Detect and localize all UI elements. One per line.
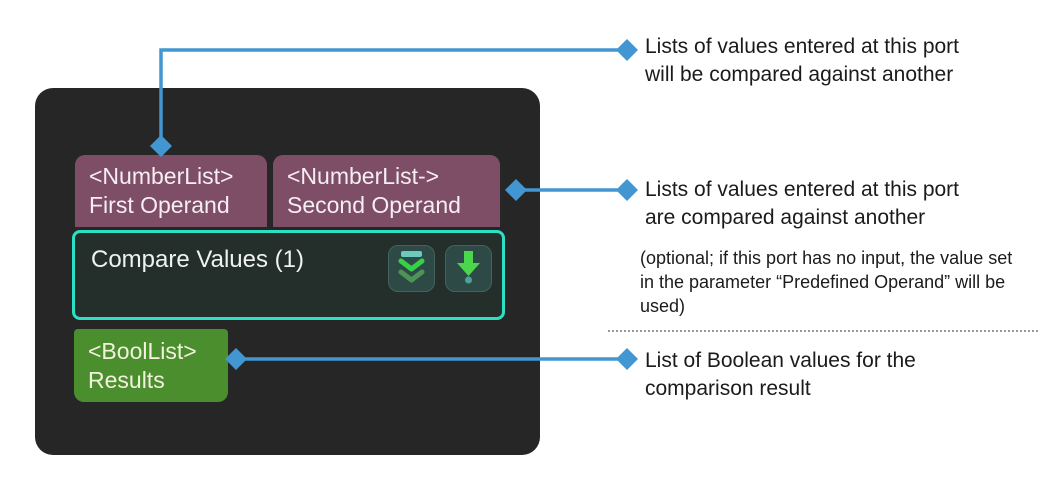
port-label: Results bbox=[88, 366, 165, 393]
annotation-note-line: used) bbox=[640, 296, 686, 316]
annotation-second-operand: Lists of values entered at this port are… bbox=[645, 176, 959, 232]
annotation-line: Lists of values entered at this port bbox=[645, 178, 960, 201]
annotation-line: List of Boolean values for the bbox=[645, 349, 916, 372]
annotation-results: List of Boolean values for the compariso… bbox=[645, 347, 916, 403]
compare-values-node[interactable]: <NumberList> First Operand <NumberList->… bbox=[35, 88, 540, 455]
dotted-divider bbox=[608, 330, 1038, 332]
annotation-first-operand: Lists of values entered at this port wil… bbox=[645, 33, 959, 89]
diamond-marker-icon bbox=[616, 39, 638, 61]
port-label: First Operand bbox=[89, 192, 230, 218]
arrow-down-icon bbox=[450, 248, 487, 290]
annotation-line: will be compared against another bbox=[645, 63, 954, 86]
run-to-step-button[interactable] bbox=[445, 245, 492, 292]
annotation-second-operand-note: (optional; if this port has no input, th… bbox=[640, 246, 1012, 318]
node-title: Compare Values (1) bbox=[91, 246, 304, 273]
port-type: <NumberList> bbox=[89, 163, 234, 189]
port-type: <NumberList-> bbox=[287, 163, 440, 189]
port-type: <BoolList> bbox=[88, 337, 197, 364]
annotation-note-line: in the parameter “Predefined Operand” wi… bbox=[640, 272, 1006, 292]
annotation-line: are compared against another bbox=[645, 206, 926, 229]
double-chevron-down-icon bbox=[393, 248, 430, 290]
collapse-expand-button[interactable] bbox=[388, 245, 435, 292]
node-body[interactable]: Compare Values (1) bbox=[72, 230, 505, 320]
output-port-results[interactable]: <BoolList> Results bbox=[74, 329, 228, 402]
diamond-marker-icon bbox=[616, 348, 638, 370]
annotation-line: Lists of values entered at this port bbox=[645, 35, 960, 58]
port-label: Second Operand bbox=[287, 192, 461, 218]
annotation-line: comparison result bbox=[645, 377, 811, 400]
diamond-marker-icon bbox=[616, 179, 638, 201]
input-port-second-operand[interactable]: <NumberList-> Second Operand bbox=[273, 155, 500, 227]
input-port-first-operand[interactable]: <NumberList> First Operand bbox=[75, 155, 267, 227]
annotation-note-line: (optional; if this port has no input, th… bbox=[640, 248, 1013, 268]
